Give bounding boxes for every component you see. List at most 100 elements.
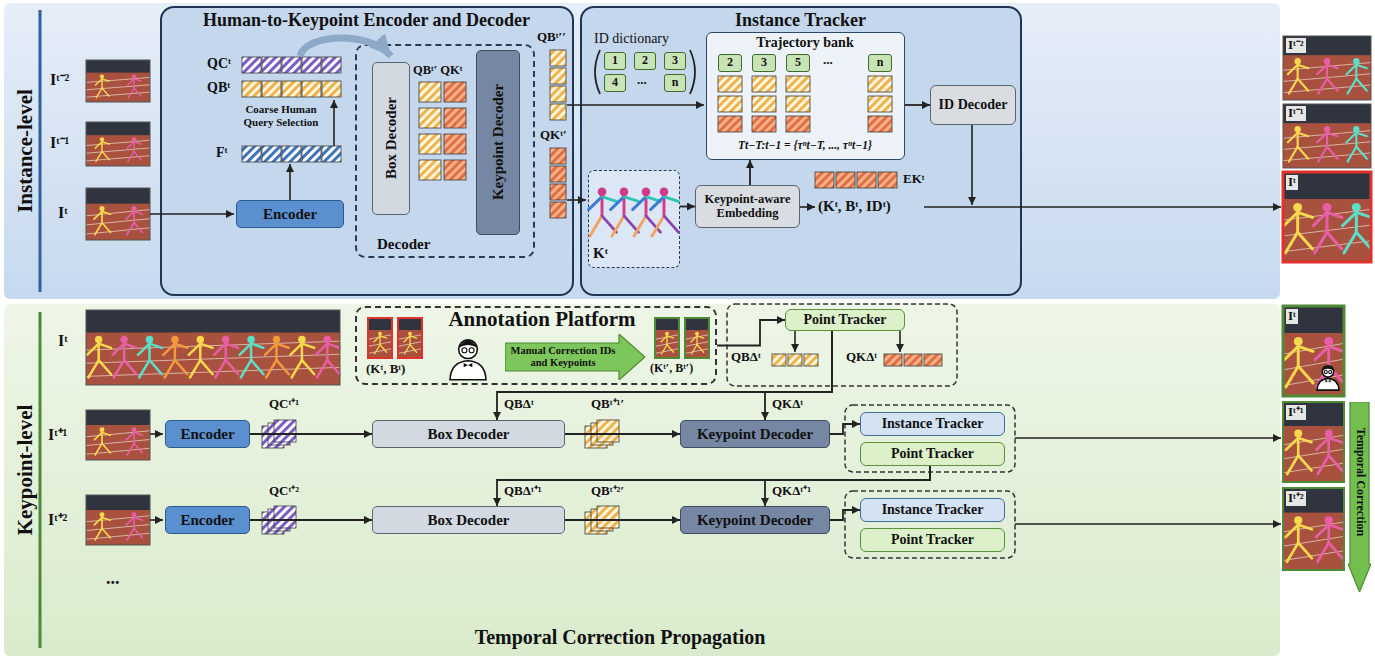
box-decoder: Box Decoder [372,62,410,215]
annotator-hair [1322,366,1334,371]
pose-limb [94,211,102,219]
pose-limb [1284,346,1298,359]
node-text: Keypoint-aware Embedding [696,193,799,221]
pose-limb [1329,543,1343,558]
lane-line [86,431,150,437]
pose-limb [134,88,141,96]
query-cell [322,57,341,73]
node-text: 2 [724,56,736,69]
pose-limb [1346,133,1356,143]
crowd [1283,306,1344,333]
query-cell [924,354,942,366]
figure-label: Iᵗ⁻² [50,71,69,89]
video-frame [86,188,150,240]
pose-limb [113,344,125,355]
pose-limb [128,79,134,85]
frame-border [86,60,150,102]
pose-limb [226,344,238,348]
query-cell [718,116,742,132]
figure-label: Iᵗ⁻² [1286,38,1306,53]
pose-limb [590,216,602,236]
dashed-group [845,491,1015,558]
query-cell [772,354,786,366]
frame-border [86,310,340,385]
pose-limb [1288,133,1298,143]
query-cell [786,116,810,132]
query-cell [550,50,566,66]
correction-arrow: Manual Correction IDs and Keypoints [505,334,645,380]
connector-arrow [497,466,930,506]
pose-limb [661,336,667,342]
pose-limb [134,79,141,81]
query-cell [242,81,261,97]
flow-arrow [899,331,901,352]
pose-limb [1317,543,1328,562]
pose-limb [99,344,111,348]
pose-limb [1316,438,1328,450]
id-decoder: ID Decoder [930,85,1016,125]
annotator-body [1317,378,1339,390]
query-cell [274,420,296,442]
pose-limb [1298,212,1313,217]
pose-limb [1315,346,1329,359]
video-frame [368,318,392,358]
node-text: Manual Correction IDs and Keypoints [509,345,617,368]
bracket [690,50,695,94]
video-frame [86,495,150,545]
annotator-head [1322,366,1333,377]
pose-head [620,188,629,197]
pose-limb [405,345,411,354]
figure-label: (Kᵗ, Bᵗ) [366,362,405,377]
lane-line [368,349,392,354]
encoder-box: Encoder [165,506,250,534]
pose-limb [410,336,417,338]
pose-limb [102,223,111,233]
pose-head [197,336,204,343]
pose-limb [96,88,102,98]
pose-head [695,332,699,336]
pose-limb [1327,147,1338,159]
figure-label: Iᵗ [58,204,68,222]
pose-limb [126,517,134,524]
query-cell [718,76,742,92]
pose-limb [277,360,289,374]
pose-head [660,188,669,197]
pose-limb [1317,133,1327,143]
annotator-icon [1317,366,1339,390]
frame-border [1283,172,1371,262]
pose-limb [634,216,646,236]
pose-head [146,336,153,343]
pose-limb [215,360,225,377]
pose-limb [1298,438,1311,442]
pose-limb [651,197,664,210]
pose-limb [302,360,314,374]
frame-border [86,410,150,460]
connector-arrow [250,519,372,521]
pose-limb [1329,346,1344,351]
pose-limb [1327,133,1338,137]
lane-line [1283,536,1344,546]
query-cell [282,146,301,162]
edge-label: QBᵗ⁺²′ [590,484,625,499]
track [1283,306,1344,396]
video-frame [1283,488,1344,570]
figure-label: (Kᵗ, Bᵗ, IDᵗ) [818,198,891,215]
pose-head [1353,126,1359,132]
dashed-group [845,405,1015,472]
figure-label: EKᵗ [903,172,925,187]
pose-limb [1327,79,1338,91]
keypoint-decoder: Keypoint Decoder [476,50,520,235]
lane-line [398,349,422,354]
pose-limb [664,216,678,232]
query-cell [550,166,566,182]
track [86,60,150,102]
frame-border [86,495,150,545]
query-cell [322,81,341,97]
pose-head [132,427,137,432]
flow-arrow [971,125,973,205]
query-cell [857,172,876,188]
flow-arrow [150,519,163,521]
query-cell [444,160,466,180]
pose-head [1293,203,1302,212]
